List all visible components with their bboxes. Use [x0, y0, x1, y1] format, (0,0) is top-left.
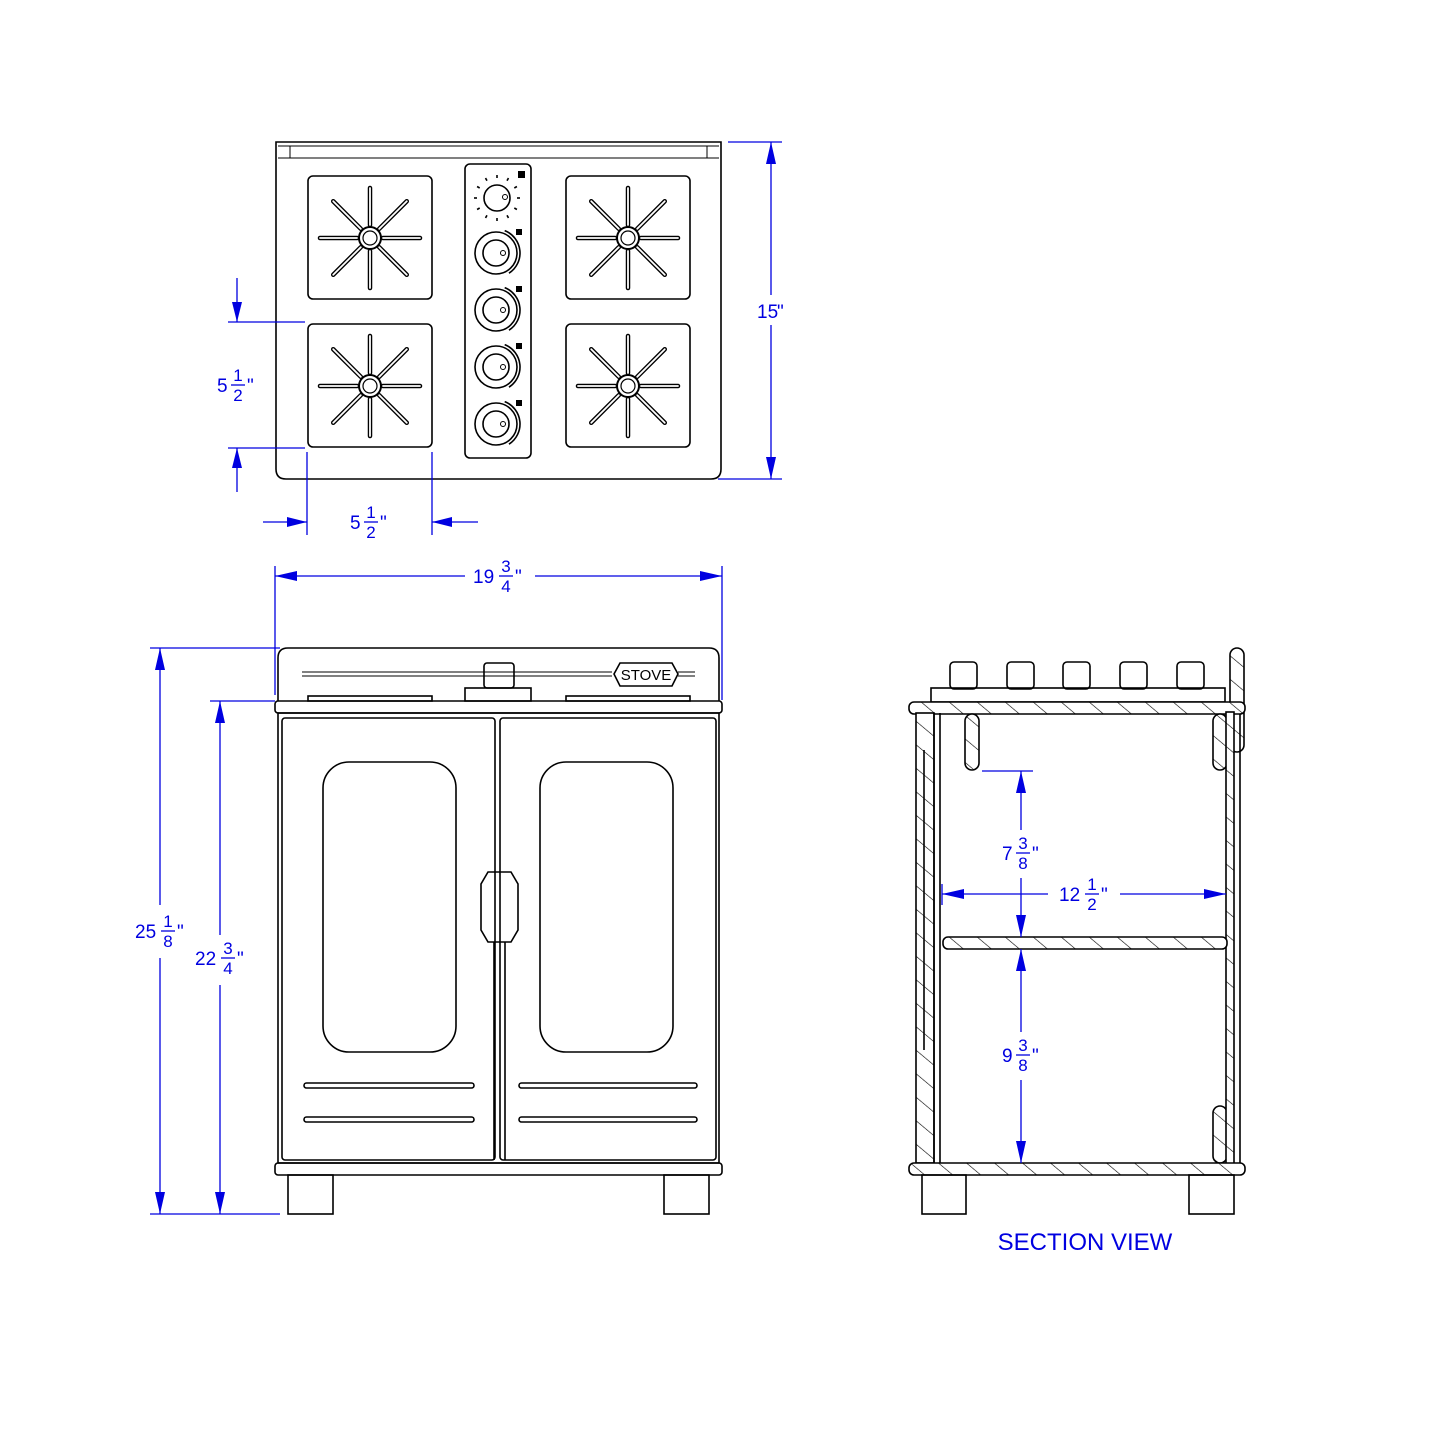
burner-knob	[474, 400, 522, 446]
svg-text:1: 1	[1087, 875, 1096, 894]
countertop	[274, 700, 723, 714]
dimensions: 15 " 5 1 2 " 5 1 2 " 19 3	[135, 141, 1226, 1215]
section-view-title: SECTION VIEW	[998, 1229, 1173, 1256]
svg-text:22: 22	[195, 949, 216, 970]
dim-overall-width: 19 3 4 "	[274, 557, 723, 700]
control-knobs	[474, 175, 522, 446]
svg-text:8: 8	[1018, 1056, 1027, 1075]
burner-grate	[565, 175, 691, 300]
control-panel	[464, 163, 532, 459]
timer-knob	[474, 175, 520, 221]
burner-grates	[307, 175, 691, 448]
cooktop-outline	[275, 141, 722, 480]
dim-grate-width: 5 1 2 "	[263, 452, 478, 542]
burner-grate	[307, 175, 433, 300]
svg-text:": "	[1032, 844, 1039, 865]
oven-rack	[942, 936, 1228, 950]
dim-top-depth: 15 "	[718, 141, 784, 480]
left-door	[281, 717, 496, 1161]
left-foot	[287, 1174, 334, 1215]
right-window	[539, 761, 674, 1053]
svg-text:15: 15	[757, 302, 778, 323]
section-door	[915, 712, 935, 1164]
top-view	[275, 141, 722, 480]
svg-text:": "	[177, 922, 184, 943]
svg-text:19: 19	[473, 567, 494, 588]
svg-text:3: 3	[1018, 1036, 1027, 1055]
svg-text:2: 2	[1087, 895, 1096, 914]
svg-text:3: 3	[223, 939, 232, 958]
burner-grate	[307, 323, 433, 448]
svg-text:4: 4	[501, 577, 510, 596]
dim-upper-clearance: 7 3 8 "	[982, 770, 1039, 937]
front-view: STOVE	[274, 647, 723, 1215]
svg-text:1: 1	[163, 912, 172, 931]
svg-text:4: 4	[223, 959, 232, 978]
dim-counter-height: 22 3 4 "	[195, 700, 275, 1214]
svg-text:2: 2	[233, 386, 242, 405]
door-vents	[303, 1082, 698, 1123]
section-knobs	[949, 661, 1205, 690]
door-handle	[480, 871, 519, 943]
svg-text:": "	[237, 949, 244, 970]
svg-text:": "	[1101, 885, 1108, 906]
bottom-slab	[908, 1162, 1246, 1176]
stove-badge	[613, 662, 679, 687]
svg-text:12: 12	[1059, 885, 1080, 906]
svg-text:": "	[1032, 1046, 1039, 1067]
dim-grate-depth: 5 1 2 "	[217, 278, 305, 492]
burner-grate	[565, 323, 691, 448]
svg-text:5: 5	[350, 513, 361, 534]
base	[274, 1162, 723, 1176]
right-door	[499, 717, 717, 1161]
svg-text:2: 2	[366, 523, 375, 542]
svg-text:": "	[515, 567, 522, 588]
svg-text:8: 8	[1018, 854, 1027, 873]
backsplash	[277, 647, 720, 701]
badge-label: STOVE	[621, 667, 672, 684]
svg-text:1: 1	[233, 366, 242, 385]
top-slab	[908, 701, 1246, 715]
left-window	[322, 761, 457, 1053]
oven-body	[277, 712, 720, 1164]
indicator-light-icon	[518, 171, 525, 178]
svg-text:3: 3	[1018, 834, 1027, 853]
dim-overall-height: 25 1 8 "	[135, 647, 280, 1215]
right-foot	[663, 1174, 710, 1215]
svg-text:5: 5	[217, 376, 228, 397]
dim-lower-clearance: 9 3 8 "	[1002, 949, 1039, 1163]
svg-text:3: 3	[501, 557, 510, 576]
dim-interior-depth: 12 1 2 "	[941, 875, 1226, 914]
burner-knob	[474, 229, 522, 275]
burner-knob	[474, 343, 522, 389]
section-view: SECTION VIEW	[908, 647, 1246, 1256]
burner-knob	[474, 286, 522, 332]
svg-text:": "	[777, 302, 784, 323]
svg-text:7: 7	[1002, 844, 1013, 865]
svg-text:1: 1	[366, 503, 375, 522]
svg-text:": "	[247, 376, 254, 397]
svg-text:": "	[380, 513, 387, 534]
svg-text:25: 25	[135, 922, 156, 943]
svg-text:9: 9	[1002, 1046, 1013, 1067]
svg-text:8: 8	[163, 932, 172, 951]
